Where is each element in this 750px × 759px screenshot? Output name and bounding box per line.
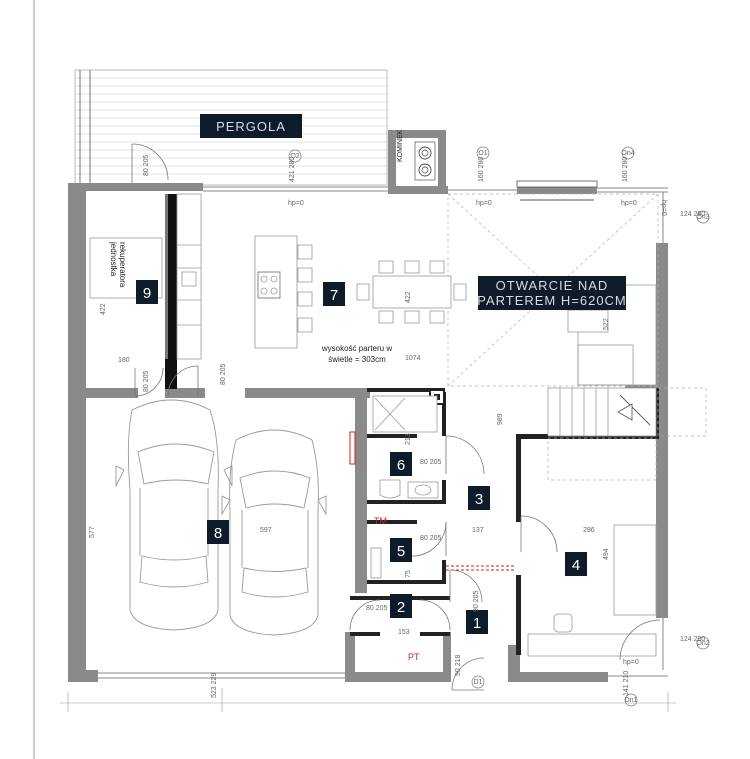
opening-label-2: PARTEREM H=620CM: [477, 293, 627, 308]
office-furniture: [527, 524, 657, 657]
door-swings: [131, 143, 661, 691]
dim-label: 90 218: [455, 654, 462, 676]
tm-label: TM: [374, 516, 387, 526]
svg-text:D1: D1: [474, 679, 483, 686]
room-badge-6: 6: [390, 452, 412, 476]
tm-box: [349, 431, 356, 465]
dim-label: 160 280: [622, 157, 629, 182]
room-dim: 137: [472, 527, 484, 534]
dim-label: 80 205: [220, 363, 227, 385]
dim-label: 80 205: [366, 605, 388, 612]
svg-text:5: 5: [397, 543, 405, 560]
dim-label: 421 280: [289, 157, 296, 182]
room-dim: 296: [583, 527, 595, 534]
pt-label: PT: [408, 652, 420, 662]
inner-walls: [86, 194, 659, 655]
window-tag-on2: On2: [696, 636, 710, 650]
svg-text:7: 7: [330, 287, 338, 304]
window-tag-o1: O1: [476, 146, 490, 160]
level-mark: hp=0: [621, 200, 637, 207]
opening-sign: OTWARCIE NAD PARTEREM H=620CM: [477, 276, 627, 310]
room-badge-1: 1: [466, 610, 488, 634]
ceiling-note-1: wysokość parteru w: [321, 344, 392, 353]
window-tag-on3: On3: [696, 210, 710, 224]
svg-text:Dn1: Dn1: [625, 697, 638, 704]
car-left: [115, 399, 233, 631]
level-mark: hp=0: [288, 200, 304, 207]
utility-unit: [370, 547, 382, 579]
dim-label: 160 280: [478, 157, 485, 182]
dim-label: 80 205: [143, 370, 150, 392]
svg-text:8: 8: [214, 525, 222, 542]
room-dim: 213: [405, 433, 412, 445]
kitchen-island: [254, 235, 313, 349]
opening-label-1: OTWARCIE NAD: [496, 278, 609, 293]
room-badge-7: 7: [323, 282, 345, 306]
svg-text:O1: O1: [478, 150, 487, 157]
dim-label: 80 205: [420, 535, 442, 542]
fireplace-label: KOMINEK: [397, 129, 404, 162]
window-tag-o2: O2: [288, 149, 302, 163]
room-badge-5: 5: [390, 538, 412, 562]
bathroom-fixtures: [372, 395, 439, 499]
svg-text:On2: On2: [696, 640, 709, 647]
room-badge-9: 9: [136, 280, 158, 304]
window-tag-on4: On4: [621, 146, 635, 160]
room-badge-2: 2: [390, 594, 412, 618]
room-dim: 989: [497, 413, 504, 425]
dim-label: 80 205: [143, 154, 150, 176]
room-dim: 522: [603, 318, 610, 330]
outer-walls: [68, 183, 668, 682]
svg-text:4: 4: [572, 557, 580, 574]
room-dim: 577: [89, 526, 96, 538]
svg-text:3: 3: [475, 491, 483, 508]
room-dim: 597: [260, 527, 272, 534]
room-badge-4: 4: [565, 552, 587, 576]
room-dim: 180: [118, 357, 130, 364]
dim-label: 90 205: [473, 590, 480, 612]
room-dim: 494: [603, 548, 610, 560]
svg-text:On4: On4: [621, 150, 634, 157]
car-right: [221, 429, 327, 636]
svg-text:On3: On3: [696, 214, 709, 221]
pergola-label: PERGOLA: [216, 119, 286, 134]
svg-text:2: 2: [397, 599, 405, 616]
dining-table: [356, 260, 467, 324]
level-mark: hp=0: [660, 200, 667, 216]
dimension-ticks: [60, 688, 676, 712]
svg-text:6: 6: [397, 457, 405, 474]
dim-label: 523 229: [211, 673, 218, 698]
room-dim: 422: [405, 291, 412, 303]
recuperator-label-1: jednostka: [109, 241, 118, 277]
room-dim: 1074: [405, 355, 421, 362]
fireplace: KOMINEK: [388, 129, 446, 194]
room-badge-8: 8: [207, 520, 229, 544]
svg-text:O2: O2: [290, 153, 299, 160]
svg-text:9: 9: [143, 285, 151, 302]
dim-label: 124 280: [680, 211, 705, 218]
dim-label: 80 205: [420, 459, 442, 466]
pergola-sign: PERGOLA: [200, 114, 302, 138]
room-badge-3: 3: [468, 486, 490, 510]
room-dim: 422: [100, 303, 107, 315]
dim-label: 141 210: [623, 671, 630, 696]
level-mark: hp=0: [476, 200, 492, 207]
svg-text:1: 1: [473, 615, 481, 632]
recuperator-label-2: rekuperatora: [118, 242, 127, 288]
windows: [516, 180, 598, 201]
dim-label: 124 280: [680, 636, 705, 643]
room-dim: 75: [405, 570, 412, 578]
staircase: [547, 387, 707, 481]
kitchen-counter: [176, 193, 202, 360]
room-dim: 153: [398, 629, 410, 636]
ceiling-note-2: świetle = 303cm: [328, 355, 386, 364]
level-mark: hp=0: [623, 659, 639, 666]
window-tag-d1: D1: [471, 675, 485, 689]
